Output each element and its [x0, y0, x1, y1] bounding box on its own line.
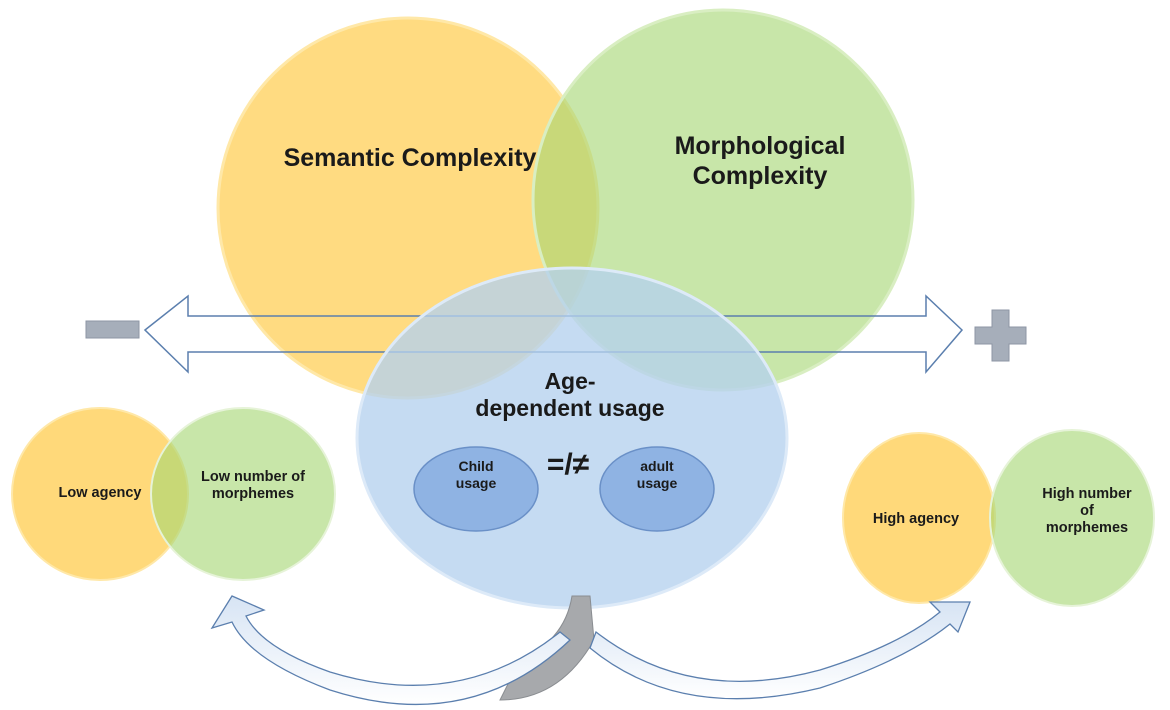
adult-usage-label: adult usage [636, 458, 678, 491]
low-morphemes-circle [150, 407, 336, 581]
high-morphemes-label: High number of morphemes [1042, 486, 1132, 537]
left-curved-arrow [210, 595, 571, 706]
age-dependent-usage-label: Age- dependent usage [475, 368, 665, 422]
child-usage-label: Child usage [455, 458, 497, 491]
low-morphemes-label: Low number of morphemes [201, 469, 305, 503]
age-dependent-usage-ellipse [355, 266, 789, 610]
low-agency-label: Low agency [58, 485, 142, 501]
minus-icon [85, 320, 140, 339]
semantic-complexity-label: Semantic Complexity [283, 144, 537, 172]
equal-not-equal-symbol: =/≠ [546, 448, 590, 481]
right-curved-arrow [589, 601, 971, 700]
child-usage-ellipse [413, 446, 539, 532]
scale-arrow [143, 294, 964, 375]
plus-icon [974, 309, 1027, 362]
high-agency-label: High agency [872, 511, 960, 527]
high-morphemes-circle [989, 429, 1155, 607]
morphological-complexity-label: Morphological Complexity [674, 132, 846, 190]
adult-usage-ellipse [599, 446, 715, 532]
